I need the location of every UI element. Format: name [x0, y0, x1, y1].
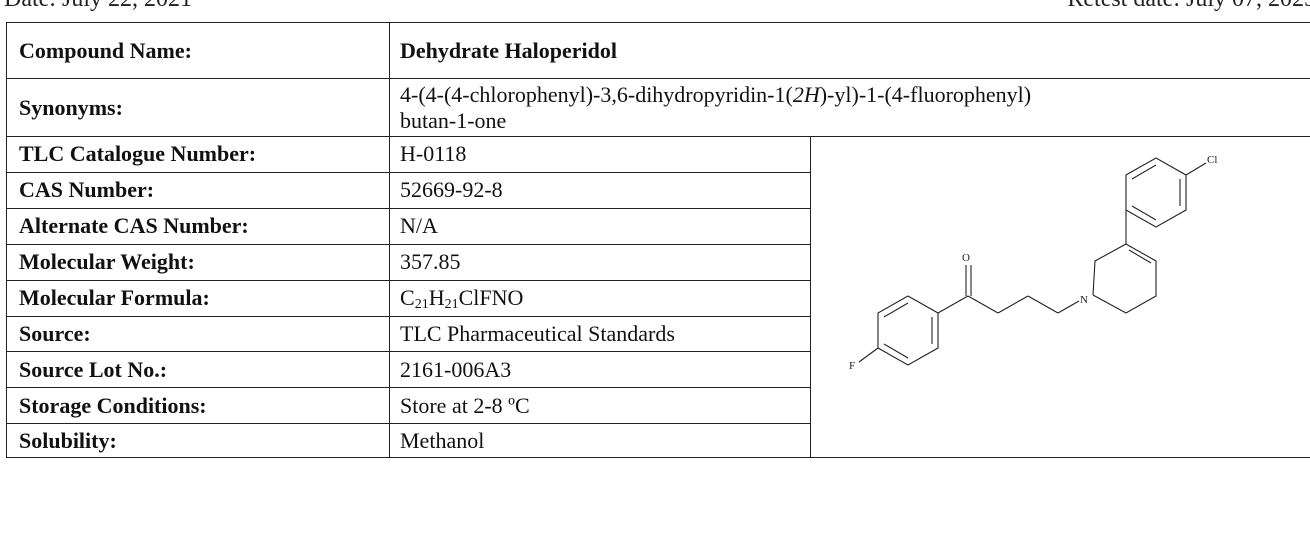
- formula-subscript: 21: [414, 297, 429, 313]
- field-value: H-0118: [389, 136, 811, 173]
- field-label: Source:: [6, 315, 390, 353]
- field-value: N/A: [389, 207, 811, 245]
- synonyms-row: Synonyms: 4-(4-(4-chlorophenyl)-3,6-dihy…: [6, 78, 1310, 137]
- field-label: Source Lot No.:: [6, 351, 390, 389]
- solubility-label: Solubility:: [6, 423, 390, 458]
- chlorophenyl-ring: [1125, 157, 1187, 228]
- document-date: Date: July 22, 2021: [4, 0, 192, 11]
- field-label: Molecular Formula:: [6, 279, 390, 317]
- field-label: CAS Number:: [6, 171, 390, 209]
- table-row: Source Lot No.: 2161-006A3: [6, 351, 1310, 389]
- synonym-italic: 2H: [792, 81, 820, 107]
- chemical-structure-image: O N F Cl: [849, 154, 1217, 372]
- solubility-row: Solubility: Methanol: [6, 423, 1310, 458]
- atom-label: F: [849, 360, 855, 372]
- table-row: Alternate CAS Number: N/A: [6, 207, 1310, 245]
- compound-name-value: Dehydrate Haloperidol: [389, 22, 1310, 79]
- page-header-strip: Date: July 22, 2021 Retest date: July 07…: [0, 0, 1310, 11]
- field-value: 357.85: [389, 243, 811, 281]
- synonym-part: 4-(4-(4-chlorophenyl)-3,6-dihydropyridin…: [400, 81, 793, 107]
- pyridine-ring: [1092, 243, 1157, 314]
- chlorophenyl-ring-outline: [1126, 158, 1186, 210]
- compound-spec-table: Compound Name: Dehydrate Haloperidol Syn…: [6, 22, 1310, 458]
- field-value: 2161-006A3: [389, 351, 811, 389]
- compound-name-label: Compound Name:: [6, 22, 390, 79]
- formula-part: H: [428, 285, 445, 311]
- synonym-line2: butan-1-one: [400, 107, 507, 133]
- synonyms-label: Synonyms:: [6, 78, 390, 137]
- field-label: Alternate CAS Number:: [6, 207, 390, 245]
- field-value: 52669-92-8: [389, 171, 811, 209]
- retest-date: Retest date: July 07, 2025: [1067, 0, 1310, 11]
- molecular-formula-value: C21H21ClFNO: [389, 279, 811, 317]
- table-row: Source: TLC Pharmaceutical Standards: [6, 315, 1310, 353]
- synonym-part: )-yl)-1-(4-fluorophenyl): [819, 81, 1032, 107]
- table-row: CAS Number: 52669-92-8: [6, 171, 1310, 209]
- compound-name-row: Compound Name: Dehydrate Haloperidol: [6, 22, 1310, 79]
- field-label: TLC Catalogue Number:: [6, 136, 390, 173]
- atom-label: O: [962, 252, 970, 264]
- field-value: Store at 2-8 ºC: [389, 387, 811, 425]
- atom-label: N: [1080, 294, 1088, 306]
- formula-subscript: 21: [444, 297, 459, 313]
- solubility-value: Methanol: [389, 423, 1310, 458]
- formula-part: C: [400, 285, 415, 311]
- synonyms-value: 4-(4-(4-chlorophenyl)-3,6-dihydropyridin…: [389, 78, 1310, 137]
- field-label: Storage Conditions:: [6, 387, 390, 425]
- structure-cell: O N F Cl: [810, 136, 1310, 458]
- formula-part: ClFNO: [458, 285, 524, 311]
- field-label: Molecular Weight:: [6, 243, 390, 281]
- table-row: TLC Catalogue Number: H-0118: [6, 136, 1310, 458]
- atom-label: Cl: [1207, 154, 1217, 166]
- field-value: TLC Pharmaceutical Standards: [389, 315, 811, 353]
- table-row: Storage Conditions: Store at 2-8 ºC: [6, 387, 1310, 425]
- fluorophenyl-ring: [877, 295, 939, 366]
- table-row: Molecular Weight: 357.85: [6, 243, 1310, 281]
- table-row: Molecular Formula: C21H21ClFNO: [6, 279, 1310, 317]
